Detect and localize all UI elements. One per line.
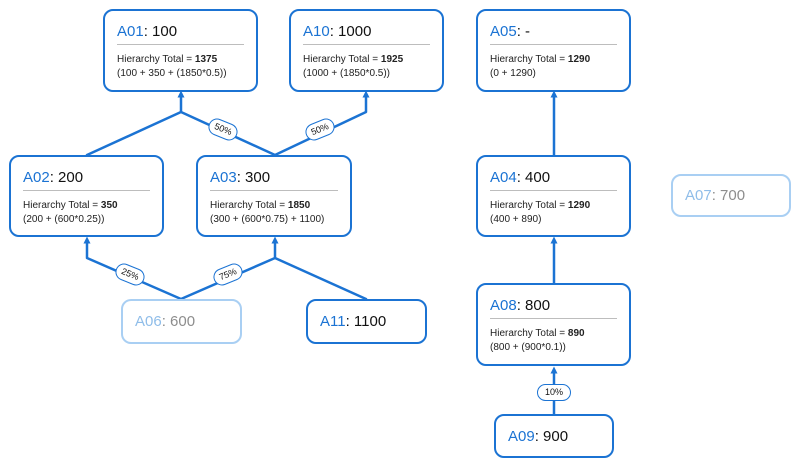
- node-a03[interactable]: A03: 300 Hierarchy Total = 1850 (300 + (…: [196, 155, 352, 237]
- node-title: A05: -: [490, 23, 531, 40]
- node-title: A03: 300: [210, 169, 271, 186]
- node-a05[interactable]: A05: - Hierarchy Total = 1290 (0 + 1290): [476, 9, 631, 92]
- node-value: 900: [543, 428, 569, 445]
- hierarchy-total: Hierarchy Total = 890: [490, 328, 585, 339]
- node-a04[interactable]: A04: 400 Hierarchy Total = 1290 (400 + 8…: [476, 155, 631, 237]
- hierarchy-total: Hierarchy Total = 1375: [117, 54, 218, 65]
- edge-a06-a02: [83, 236, 183, 301]
- node-a07[interactable]: A07: 700: [671, 174, 791, 217]
- hierarchy-total: Hierarchy Total = 1925: [303, 54, 404, 65]
- hierarchy-total: Hierarchy Total = 350: [23, 200, 118, 211]
- node-id: A08: [490, 297, 517, 314]
- node-id: A03: [210, 169, 237, 186]
- node-id: A02: [23, 169, 50, 186]
- edge-a03-a10: [273, 90, 370, 157]
- divider: [23, 190, 150, 191]
- node-value: 300: [245, 169, 271, 186]
- node-id: A05: [490, 23, 517, 40]
- hierarchy-formula: (300 + (600*0.75) + 1100): [210, 214, 325, 225]
- node-title: A01: 100: [117, 23, 178, 40]
- node-a09[interactable]: A09: 900: [494, 414, 614, 458]
- hierarchy-formula: (100 + 350 + (1850*0.5)): [117, 68, 227, 79]
- hierarchy-formula: (800 + (900*0.1)): [490, 342, 566, 353]
- edge-a02-a01: [85, 110, 183, 157]
- hierarchy-formula: (1000 + (1850*0.5)): [303, 68, 391, 79]
- divider: [210, 190, 338, 191]
- hierarchy-formula: (400 + 890): [490, 214, 542, 225]
- node-value: 600: [170, 313, 196, 330]
- divider: [303, 44, 430, 45]
- divider: [117, 44, 244, 45]
- node-value: 1100: [353, 313, 387, 330]
- node-title: A02: 200: [23, 169, 84, 186]
- node-title: A06: 600: [135, 313, 196, 330]
- divider: [490, 44, 617, 45]
- node-a06[interactable]: A06: 600: [121, 299, 242, 344]
- hierarchy-total: Hierarchy Total = 1850: [210, 200, 311, 211]
- node-title: A04: 400: [490, 169, 551, 186]
- hierarchy-total: Hierarchy Total = 1290: [490, 54, 591, 65]
- node-title: A11: 1100: [320, 313, 387, 330]
- edge-a11-a03: [273, 256, 368, 301]
- node-id: A07: [685, 187, 712, 204]
- node-a08[interactable]: A08: 800 Hierarchy Total = 890 (800 + (9…: [476, 283, 631, 366]
- node-a11[interactable]: A11: 1100: [306, 299, 427, 344]
- node-value: 100: [152, 23, 178, 40]
- node-value: 1000: [338, 23, 372, 40]
- node-value: 400: [525, 169, 551, 186]
- hierarchy-formula: (0 + 1290): [490, 68, 536, 79]
- node-title: A08: 800: [490, 297, 551, 314]
- node-a10[interactable]: A10: 1000 Hierarchy Total = 1925 (1000 +…: [289, 9, 444, 92]
- node-id: A11: [320, 313, 346, 330]
- node-value: 800: [525, 297, 551, 314]
- node-id: A04: [490, 169, 517, 186]
- node-id: A10: [303, 23, 330, 40]
- node-a02[interactable]: A02: 200 Hierarchy Total = 350 (200 + (6…: [9, 155, 164, 237]
- hierarchy-total: Hierarchy Total = 1290: [490, 200, 591, 211]
- node-id: A06: [135, 313, 162, 330]
- node-id: A01: [117, 23, 144, 40]
- node-title: A10: 1000: [303, 23, 372, 40]
- hierarchy-formula: (200 + (600*0.25)): [23, 214, 105, 225]
- node-value: -: [525, 23, 531, 40]
- node-a01[interactable]: A01: 100 Hierarchy Total = 1375 (100 + 3…: [103, 9, 258, 92]
- divider: [490, 318, 617, 319]
- node-value: 200: [58, 169, 84, 186]
- node-title: A09: 900: [508, 428, 569, 445]
- node-id: A09: [508, 428, 535, 445]
- node-value: 700: [720, 187, 746, 204]
- edge-label-a09-a08: 10%: [537, 384, 571, 401]
- node-title: A07: 700: [685, 187, 746, 204]
- divider: [490, 190, 617, 191]
